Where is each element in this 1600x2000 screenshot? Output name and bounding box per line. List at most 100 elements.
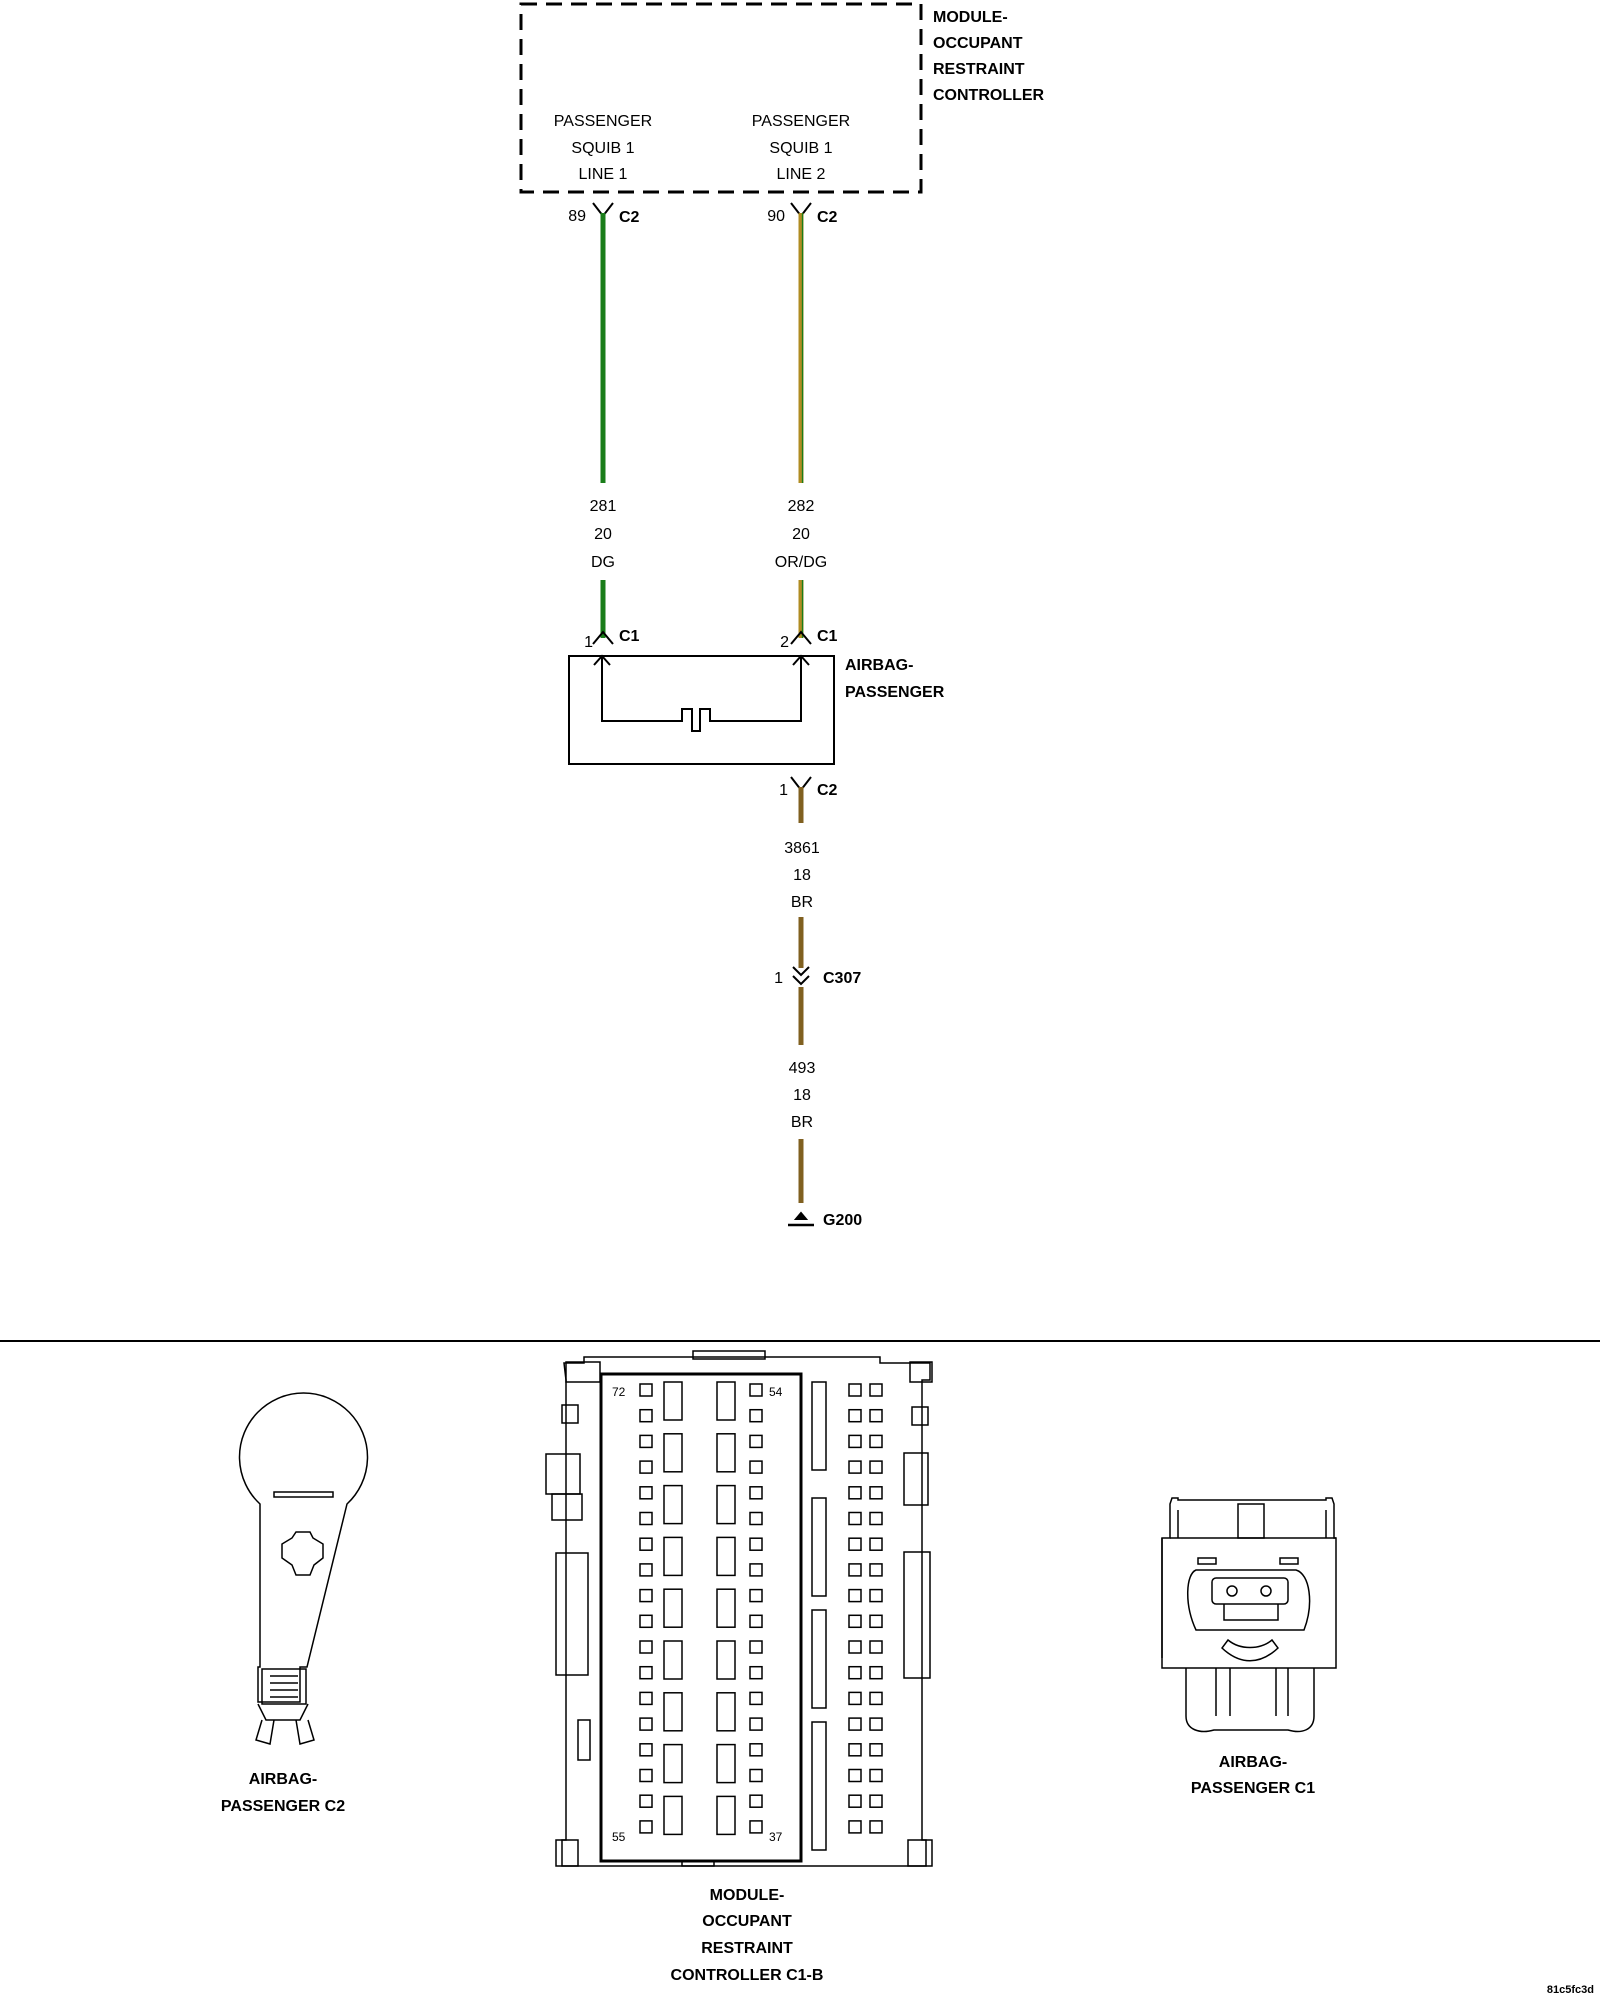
- c1b-pin-cavity: [869, 1537, 883, 1551]
- c1b-pin-cavity: [848, 1717, 862, 1731]
- c1b-pin-cavity: [869, 1460, 883, 1474]
- c1b-pin-cavity: [749, 1614, 763, 1629]
- c1b-pin-cavity: [869, 1511, 883, 1526]
- c1b-pin-cavity: [869, 1665, 883, 1680]
- c1b-large-cavity: [663, 1640, 683, 1680]
- c1b-pin-cavity: [869, 1640, 883, 1654]
- c1b-large-cavity: [663, 1433, 683, 1473]
- c307-pin-number: 1: [774, 970, 783, 987]
- c1b-large-cavity: [716, 1640, 736, 1680]
- c1b-pin-cavity: [639, 1665, 653, 1680]
- c1b-pin-cavity: [848, 1614, 862, 1629]
- c2-connector-label-2: PASSENGER C2: [221, 1798, 345, 1815]
- c1b-slot-cavity: [811, 1721, 827, 1851]
- c1b-large-cavity: [663, 1588, 683, 1628]
- airbag-pin-2-number: 2: [780, 634, 789, 651]
- airbag-passenger-box: [568, 655, 835, 765]
- module-pin-90-connector: C2: [817, 209, 838, 226]
- c1b-pin-cavity: [869, 1434, 883, 1449]
- module-pin-89-connector: C2: [619, 209, 640, 226]
- c1b-pin-cavity: [848, 1665, 862, 1680]
- c1b-pin-cavity: [869, 1717, 883, 1731]
- airbag-squib-arrow-left: [593, 654, 611, 666]
- c1b-pin-cavity: [639, 1460, 653, 1474]
- c1b-slot-cavity: [811, 1381, 827, 1471]
- c1b-pin-72: 72: [612, 1385, 626, 1399]
- c1b-pin-cavity: [848, 1794, 862, 1808]
- c1b-pin-cavity: [639, 1820, 653, 1834]
- wire-493-color: BR: [791, 1114, 813, 1131]
- module-pin-89-number: 89: [568, 208, 586, 225]
- c1b-pin-cavity: [749, 1537, 763, 1551]
- c1b-pin-cavity: [869, 1794, 883, 1808]
- wire-281-circuit: 281: [590, 498, 617, 515]
- c1b-pin-cavity: [749, 1563, 763, 1577]
- c1b-large-cavity: [716, 1484, 736, 1525]
- airbag-out-pin-connector: C2: [817, 782, 838, 799]
- c1b-pin-cavity: [848, 1820, 862, 1834]
- wire-282-color: OR/DG: [775, 554, 827, 571]
- c307-female-chevron: [792, 966, 810, 977]
- c1b-pin-cavity: [869, 1588, 883, 1603]
- c1b-large-cavity: [663, 1692, 683, 1732]
- c1b-slot-cavity: [811, 1497, 827, 1597]
- c1b-pin-cavity: [749, 1434, 763, 1449]
- c1b-pin-cavity: [749, 1820, 763, 1834]
- c1b-large-cavity: [716, 1536, 736, 1577]
- c307-male-chevron: [792, 975, 810, 986]
- ground-name: G200: [823, 1212, 862, 1229]
- c1b-pin-55: 55: [612, 1830, 626, 1844]
- c1b-pin-cavity: [639, 1691, 653, 1706]
- c1b-pin-cavity: [639, 1563, 653, 1577]
- c1b-pin-cavity: [869, 1563, 883, 1577]
- module-c1b-connector-icon: [545, 1350, 933, 1867]
- c1b-connector-label-4: CONTROLLER C1-B: [671, 1967, 824, 1984]
- c1b-pin-cavity: [639, 1588, 653, 1603]
- c1b-pin-cavity: [869, 1820, 883, 1834]
- c1b-large-cavity: [663, 1381, 683, 1421]
- c1b-pin-cavity: [848, 1408, 862, 1423]
- c1b-inner-cavity: [599, 1372, 803, 1863]
- c1-connector-label-1: AIRBAG-: [1219, 1754, 1287, 1771]
- module-line1-label-2: SQUIB 1: [571, 140, 634, 157]
- c1b-pin-cavity: [869, 1614, 883, 1629]
- c1b-pin-cavity: [749, 1768, 763, 1783]
- module-title-4: CONTROLLER: [933, 87, 1045, 104]
- module-title-3: RESTRAINT: [933, 61, 1025, 78]
- airbag-pin-2-connector: C1: [817, 628, 838, 645]
- c1b-pin-cavity: [639, 1614, 653, 1629]
- c1b-pin-cavity: [639, 1537, 653, 1551]
- c1b-large-cavity: [716, 1743, 736, 1784]
- c1b-large-cavity: [663, 1795, 683, 1836]
- c1b-pin-cavity: [749, 1486, 763, 1500]
- c1b-connector-label-2: OCCUPANT: [702, 1913, 792, 1930]
- c1b-pin-cavity: [639, 1640, 653, 1654]
- c1b-pin-cavity: [869, 1768, 883, 1783]
- c1b-pin-cavity: [639, 1486, 653, 1500]
- c1b-pin-cavity: [848, 1511, 862, 1526]
- wire-3861-circuit: 3861: [784, 840, 820, 857]
- c1b-pin-cavity: [749, 1794, 763, 1808]
- airbag-passenger-c1-connector-icon: [1161, 1497, 1337, 1733]
- c1b-pin-cavity: [869, 1408, 883, 1423]
- airbag-title-1: AIRBAG-: [845, 657, 913, 674]
- wire-282-gauge: 20: [792, 526, 810, 543]
- module-title-2: OCCUPANT: [933, 35, 1023, 52]
- wire-493-circuit: 493: [789, 1060, 816, 1077]
- c1b-pin-cavity: [639, 1383, 653, 1397]
- c1b-large-cavity: [663, 1743, 683, 1784]
- c1b-pin-cavity: [639, 1408, 653, 1423]
- c1b-large-cavity: [663, 1484, 683, 1525]
- airbag-pin-1-connector: C1: [619, 628, 640, 645]
- c1b-slot-cavity: [811, 1609, 827, 1709]
- c1b-pin-cavity: [749, 1717, 763, 1731]
- wire-282-or-dg: [798, 213, 804, 638]
- wire-281-gauge: 20: [594, 526, 612, 543]
- airbag-pin-1-number: 1: [584, 634, 593, 651]
- c1b-pin-cavity: [749, 1588, 763, 1603]
- c1b-pin-cavity: [749, 1460, 763, 1474]
- c2-connector-label-1: AIRBAG-: [249, 1771, 317, 1788]
- c1b-large-cavity: [716, 1381, 736, 1421]
- c1b-large-cavity: [716, 1433, 736, 1473]
- airbag-passenger-c2-connector-icon: [238, 1392, 369, 1745]
